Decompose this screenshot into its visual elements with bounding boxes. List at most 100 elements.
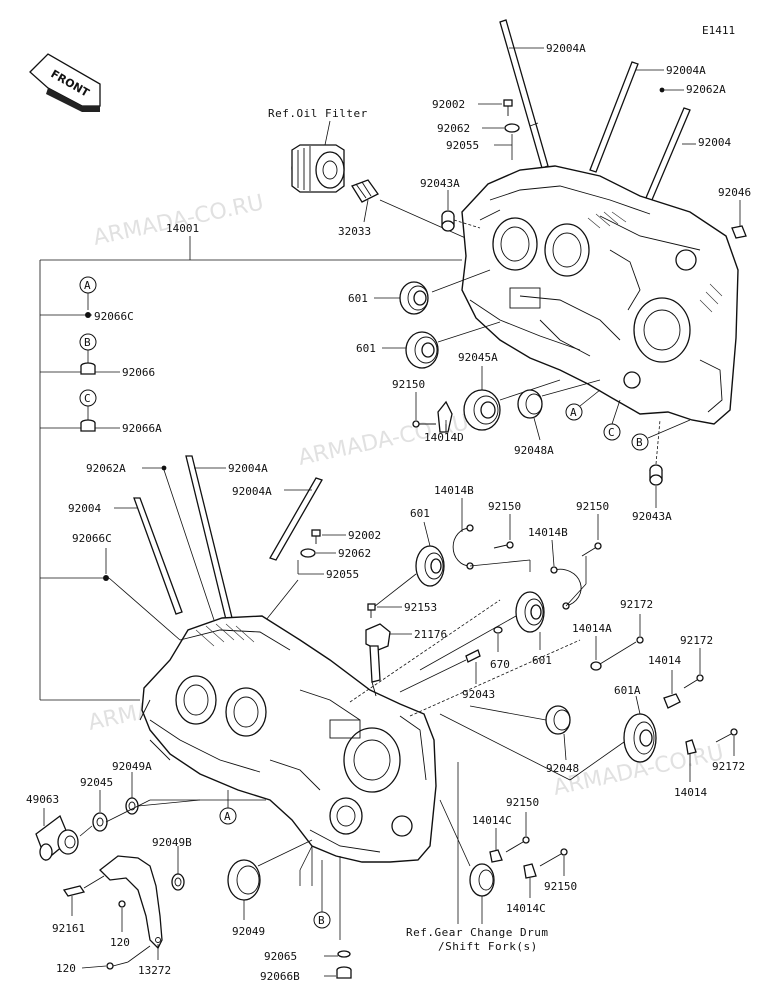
plate-92161-icon: [62, 885, 86, 897]
lower-crankcase-icon: [139, 615, 437, 863]
ref-oil-filter: Ref.Oil Filter: [268, 107, 368, 120]
clip-14014B-a-icon: [452, 524, 474, 570]
legend-marker-A-icon: A: [79, 276, 97, 294]
label-14001: 14001: [166, 222, 199, 235]
label-92066A: 92066A: [122, 422, 162, 435]
label-92048: 92048: [546, 762, 579, 775]
label-92150-a: 92150: [392, 378, 425, 391]
dowel-92062A-low-icon: [161, 465, 167, 471]
label-92045A: 92045A: [458, 351, 498, 364]
bearing-601A-icon: [623, 713, 657, 763]
plate-14014D-icon: [437, 400, 453, 433]
plug-92046-icon: [731, 225, 747, 239]
bolt-92150-a-icon: [412, 420, 436, 428]
guard-13272-icon: [99, 855, 163, 950]
label-601-d: 601: [532, 654, 552, 667]
label-14014B-a: 14014B: [434, 484, 474, 497]
bolt-92002-top-icon: [503, 99, 513, 116]
dowel-92062A-top-icon: [659, 87, 665, 93]
bolt-92002-low-icon: [311, 529, 321, 544]
label-14014B-b: 14014B: [528, 526, 568, 539]
seal-92048-icon: [545, 705, 571, 735]
stud-92004A-lower-2-icon: [269, 477, 323, 561]
gear-drum-bearing-icon: [469, 863, 495, 897]
marker-C-upper-icon: C: [603, 423, 621, 441]
seal-92049-icon: [227, 859, 261, 901]
label-92172-a: 92172: [620, 598, 653, 611]
seal-92048A-icon: [517, 389, 543, 419]
label-92150-b: 92150: [488, 500, 521, 513]
dowel-92043A-top-icon: [441, 210, 455, 232]
svg-text:A: A: [570, 406, 577, 419]
label-92004A-4: 92004A: [232, 485, 272, 498]
label-92066C-low: 92066C: [72, 532, 112, 545]
svg-text:C: C: [608, 426, 615, 439]
label-92150-e: 92150: [544, 880, 577, 893]
pipe-fitting-32033-icon: [351, 179, 379, 203]
svg-text:B: B: [636, 436, 643, 449]
label-92150-c: 92150: [576, 500, 609, 513]
stud-92004A-top-2-icon: [589, 61, 639, 173]
bolt-120-a-icon: [118, 900, 126, 908]
plate-14014C-b-icon: [523, 863, 537, 879]
label-92043: 92043: [462, 688, 495, 701]
front-arrow-icon: FRONT: [29, 53, 101, 112]
label-92066B: 92066B: [260, 970, 300, 983]
label-14014C-b: 14014C: [506, 902, 546, 915]
plug-92066C-icon: [85, 312, 91, 318]
label-92004-low: 92004: [68, 502, 101, 515]
bolt-92150-c-icon: [581, 542, 602, 557]
washer-14014A-icon: [590, 661, 602, 671]
label-92055-top: 92055: [446, 139, 479, 152]
bolt-92150-d-icon: [505, 836, 530, 853]
label-32033: 32033: [338, 225, 371, 238]
label-92066C-top: 92066C: [94, 310, 134, 323]
watermark-1: ARMADA-CO.RU: [91, 190, 266, 251]
bolt-92172-c-icon: [715, 728, 738, 743]
bolt-92150-b-icon: [493, 541, 514, 549]
cap-49063-icon: [35, 814, 71, 862]
plug-92066B-icon: [336, 966, 352, 979]
label-601A: 601A: [614, 684, 641, 697]
washer-92062-low-icon: [300, 548, 316, 558]
label-92004A-1: 92004A: [546, 42, 586, 55]
bolt-92172-a-icon: [636, 636, 644, 644]
svg-text:C: C: [84, 392, 91, 405]
svg-text:A: A: [84, 279, 91, 292]
marker-A-lower-icon: A: [219, 807, 237, 825]
bearing-601-d-icon: [515, 591, 545, 633]
plate-14014C-a-icon: [489, 849, 503, 863]
clip-14014B-b-icon: [550, 566, 582, 610]
label-92055-low: 92055: [326, 568, 359, 581]
label-92150-d: 92150: [506, 796, 539, 809]
washer-92065-icon: [337, 950, 351, 958]
marker-B-upper-icon: B: [631, 433, 649, 451]
bolt-92172-b-icon: [683, 674, 704, 689]
label-92002-low: 92002: [348, 529, 381, 542]
label-92172-c: 92172: [712, 760, 745, 773]
label-14014A: 14014A: [572, 622, 612, 635]
oil-filter-icon: [291, 144, 345, 193]
stud-92004A-lower-1-icon: [185, 455, 237, 637]
label-92045: 92045: [80, 776, 113, 789]
svg-text:B: B: [84, 336, 91, 349]
label-670: 670: [490, 658, 510, 671]
label-601-b: 601: [356, 342, 376, 355]
label-92062-low: 92062: [338, 547, 371, 560]
label-49063: 49063: [26, 793, 59, 806]
upper-crankcase-icon: [461, 165, 739, 425]
bolt-120-b-icon: [106, 961, 129, 970]
label-14014C-a: 14014C: [472, 814, 512, 827]
oring-670-icon: [493, 626, 503, 634]
label-92065: 92065: [264, 950, 297, 963]
pin-92043-icon: [465, 649, 481, 663]
label-92049: 92049: [232, 925, 265, 938]
label-92049A: 92049A: [112, 760, 152, 773]
label-92049B: 92049B: [152, 836, 192, 849]
label-92062A-low: 92062A: [86, 462, 126, 475]
label-601-c: 601: [410, 507, 430, 520]
svg-text:B: B: [318, 914, 325, 927]
ref-shift-forks: /Shift Fork(s): [438, 940, 538, 953]
label-92048A: 92048A: [514, 444, 554, 457]
